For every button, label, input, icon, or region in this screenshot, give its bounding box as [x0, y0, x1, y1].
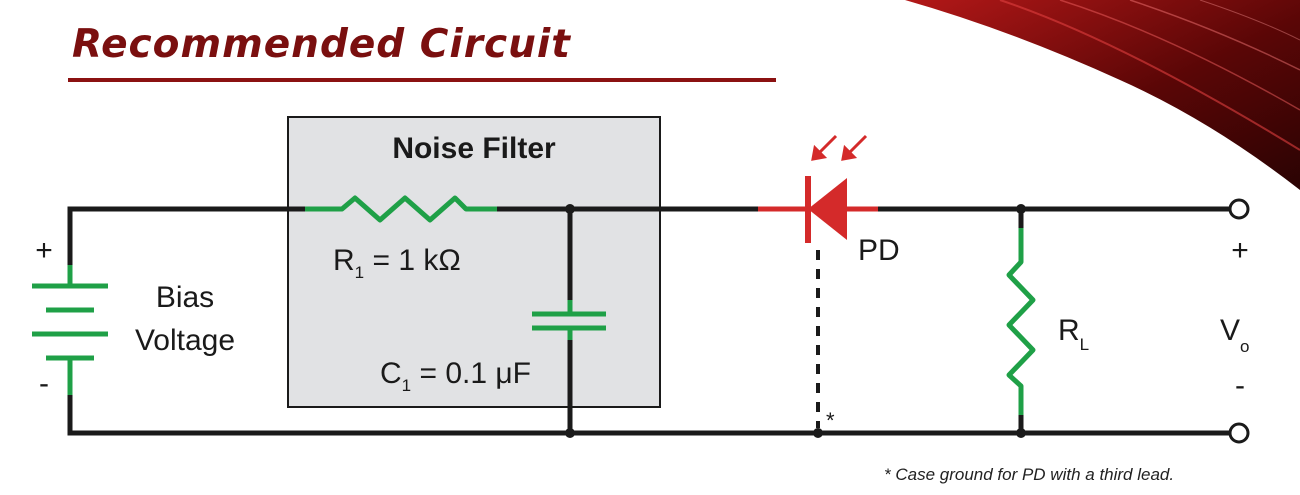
c1-symbol: C: [380, 357, 402, 390]
battery-symbol: [32, 265, 108, 395]
junction-dots: [565, 204, 1026, 438]
pd-label: PD: [858, 234, 900, 267]
bias-label-line2: Voltage: [135, 324, 235, 357]
vo-label: Vo: [1220, 314, 1249, 356]
capacitor-c1: [532, 300, 606, 340]
vo-plus-sign: +: [1231, 234, 1249, 267]
vo-minus-sign: -: [1235, 369, 1245, 402]
c1-subscript: 1: [402, 376, 411, 395]
r1-label: R1 = 1 kΩ: [333, 244, 461, 282]
vo-subscript: o: [1240, 337, 1249, 356]
circuit-wires: [67, 206, 1232, 436]
bias-label-line1: Bias: [156, 281, 214, 314]
c1-value: = 0.1 μF: [411, 357, 531, 390]
c1-label: C1 = 0.1 μF: [380, 357, 531, 395]
r1-value: = 1 kΩ: [364, 244, 461, 277]
noise-filter-label: Noise Filter: [392, 132, 556, 165]
light-arrows-icon: [811, 134, 868, 161]
bias-minus-sign: -: [39, 367, 49, 400]
case-ground-asterisk: *: [826, 408, 835, 433]
rl-subscript: L: [1080, 335, 1089, 354]
vo-symbol: V: [1220, 314, 1240, 347]
rl-symbol: R: [1058, 314, 1080, 347]
resistor-r1: [305, 195, 497, 223]
bias-plus-sign: +: [35, 234, 53, 267]
output-terminal-bottom: [1228, 422, 1250, 444]
resistor-rl: [1006, 228, 1036, 415]
r1-symbol: R: [333, 244, 355, 277]
rl-label: RL: [1058, 314, 1089, 354]
noise-filter-box: [287, 116, 661, 408]
slide-title: Recommended Circuit: [72, 22, 571, 67]
r1-subscript: 1: [355, 263, 364, 282]
footnote: * Case ground for PD with a third lead.: [884, 465, 1175, 484]
photodiode-symbol: [758, 176, 878, 243]
output-terminal-top: [1228, 198, 1250, 220]
title-underline: [68, 78, 776, 82]
